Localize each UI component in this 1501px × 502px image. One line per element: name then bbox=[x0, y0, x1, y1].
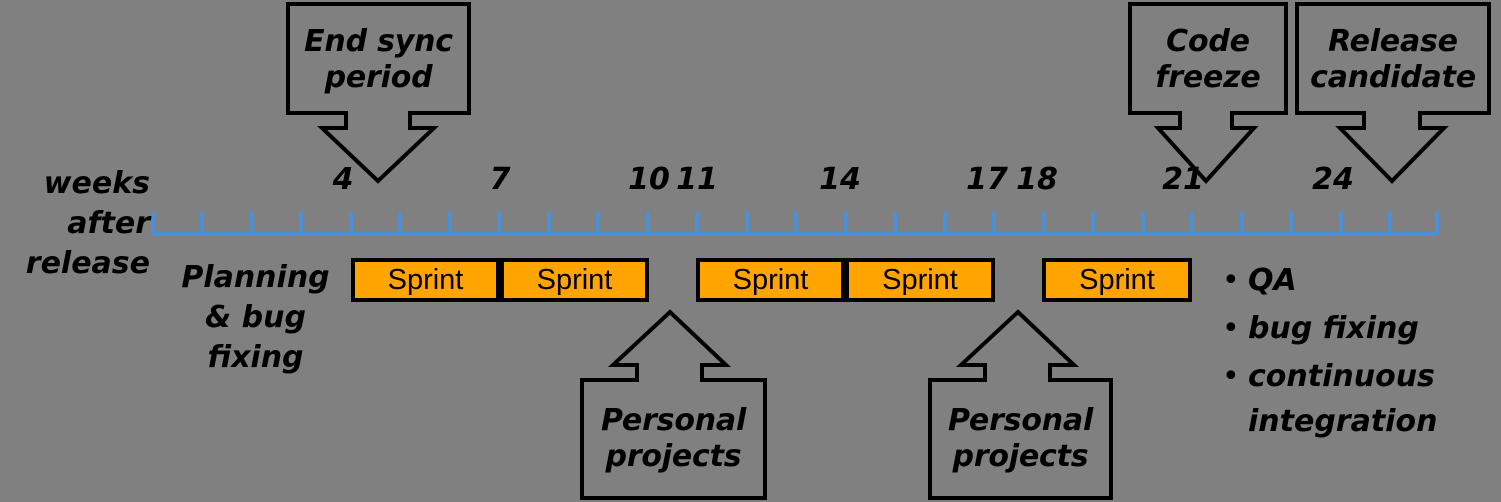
callout-end-sync-period-label: End sync period bbox=[304, 24, 453, 95]
tick-label-17: 17 bbox=[966, 162, 1008, 197]
list-item-label: bug fixing bbox=[1248, 311, 1419, 346]
callout-release-candidate-label: Release candidate bbox=[1310, 24, 1476, 95]
tick-label-11: 11 bbox=[676, 162, 718, 197]
sprint-block-5[interactable]: Sprint bbox=[1042, 258, 1192, 302]
bullet-dot-icon: • bbox=[1222, 263, 1240, 298]
callout-personal-projects-2-label: Personal projects bbox=[947, 403, 1094, 474]
tick-label-7: 7 bbox=[489, 162, 511, 197]
tick-label-10: 10 bbox=[628, 162, 670, 197]
tick-label-14: 14 bbox=[819, 162, 861, 197]
axis-ticks bbox=[151, 212, 1439, 234]
list-item: • bug fixing bbox=[1222, 306, 1501, 351]
bullet-dot-icon: • bbox=[1222, 311, 1240, 346]
bullet-dot-icon: • bbox=[1222, 359, 1240, 394]
list-item-label: continuous integration bbox=[1248, 359, 1438, 439]
sprint-block-1[interactable]: Sprint bbox=[351, 258, 500, 302]
list-item-label: QA bbox=[1248, 263, 1297, 298]
tick-label-4: 4 bbox=[332, 162, 354, 197]
list-item: • continuous integration bbox=[1222, 354, 1501, 444]
axis-title: weeks after release bbox=[25, 166, 150, 281]
activities-bullet-list: • QA • bug fixing • continuous integrati… bbox=[1222, 258, 1501, 447]
tick-label-24: 24 bbox=[1312, 162, 1354, 197]
sprint-block-3[interactable]: Sprint bbox=[696, 258, 845, 302]
tick-label-21: 21 bbox=[1162, 162, 1204, 197]
sprint-block-2[interactable]: Sprint bbox=[500, 258, 649, 302]
tick-label-18: 18 bbox=[1016, 162, 1058, 197]
list-item: • QA bbox=[1222, 258, 1501, 303]
sprint-block-4[interactable]: Sprint bbox=[845, 258, 995, 302]
callout-personal-projects-1-label: Personal projects bbox=[600, 403, 747, 474]
callout-code-freeze-label: Code freeze bbox=[1155, 24, 1261, 95]
phase-planning-label: Planning & bug fixing bbox=[181, 260, 330, 375]
timeline-axis bbox=[151, 212, 1439, 236]
